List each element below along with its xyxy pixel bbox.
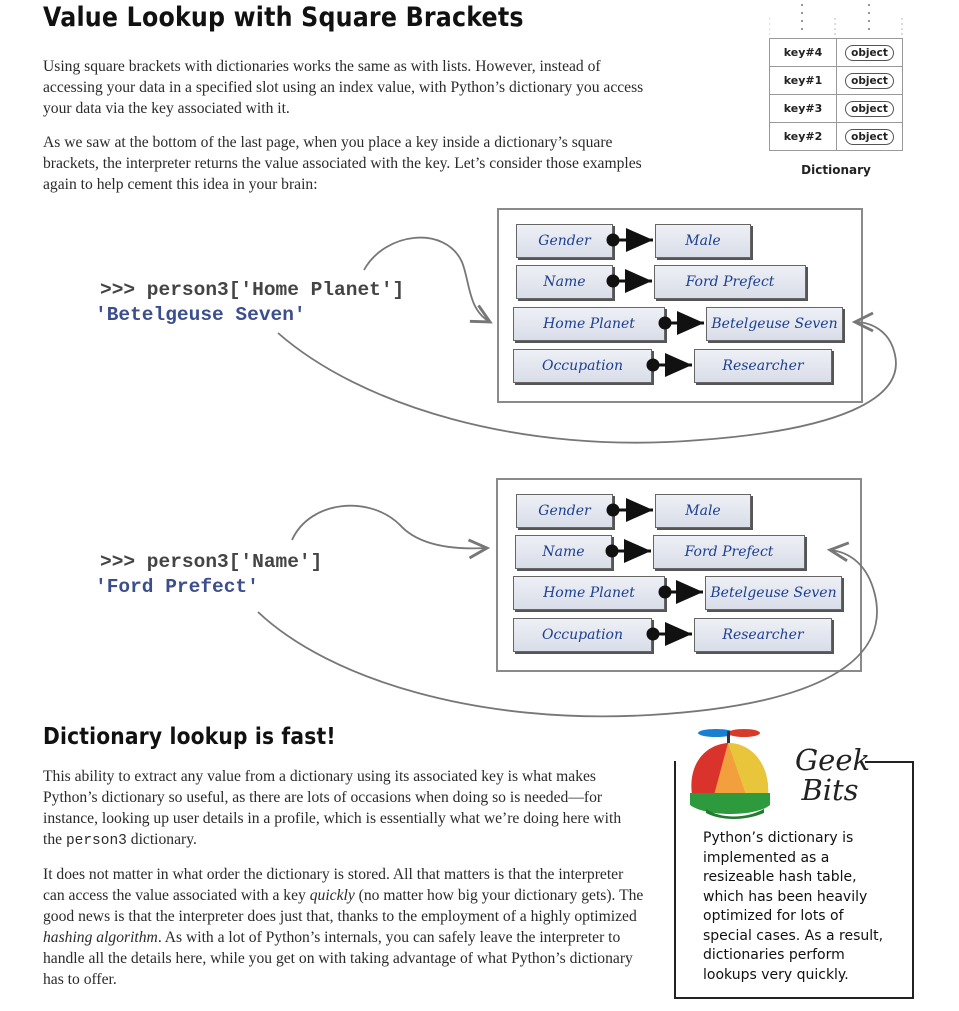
dict-value-box: Ford Prefect <box>654 265 806 299</box>
dict-value-box: Ford Prefect <box>653 535 805 569</box>
dict-value-box: Betelgeuse Seven <box>706 307 843 341</box>
geek-bits-text: Python’s dictionary is implemented as a … <box>703 830 884 983</box>
dict-key-box: Gender <box>516 494 613 528</box>
dict-key-box: Gender <box>516 224 613 258</box>
dictionary-object: object <box>845 128 894 145</box>
dictionary-row: key#3 object <box>769 95 903 123</box>
dictionary-key: key#4 <box>770 39 837 66</box>
dictionary-key: key#2 <box>770 123 837 150</box>
page-title: Value Lookup with Square Brackets <box>43 2 524 33</box>
geek-box-top-rule <box>860 761 912 763</box>
dict-key-box: Home Planet <box>513 576 665 610</box>
dict-value-box: Researcher <box>694 349 832 383</box>
dict-key-box: Name <box>516 265 613 299</box>
dictionary-key: key#1 <box>770 67 837 94</box>
dict-key-box: Occupation <box>513 349 652 383</box>
body-paragraph-2: It does not matter in what order the dic… <box>43 866 644 988</box>
dictionary-figure: key#4 object key#1 object key#3 object k… <box>769 38 903 151</box>
dictionary-object: object <box>845 44 894 61</box>
dictionary-object: object <box>845 100 894 117</box>
inline-code: person3 <box>65 833 127 849</box>
dictionary-caption: Dictionary <box>801 163 871 177</box>
code-output-2: 'Ford Prefect' <box>95 576 259 598</box>
dict-value-box: Male <box>655 494 751 528</box>
body-paragraph-1: This ability to extract any value from a… <box>43 768 622 849</box>
dict-key-box: Occupation <box>513 618 652 652</box>
code-output-1: 'Betelgeuse Seven' <box>95 304 306 326</box>
pair-arrows-2 <box>605 498 703 646</box>
dictionary-row: key#2 object <box>769 123 903 151</box>
propeller-beanie-icon <box>690 729 770 819</box>
dictionary-key: key#3 <box>770 95 837 122</box>
curved-arrow-key-2 <box>291 504 491 560</box>
dict-key-box: Home Planet <box>513 307 665 341</box>
section-heading: Dictionary lookup is fast! <box>43 724 336 750</box>
dict-value-box: Betelgeuse Seven <box>705 576 842 610</box>
code-input-1: >>> person3['Home Planet'] <box>100 279 405 301</box>
dict-value-box: Male <box>655 224 751 258</box>
dictionary-row: key#4 object <box>769 38 903 67</box>
curved-arrow-value-1 <box>277 311 897 444</box>
dictionary-row: key#1 object <box>769 67 903 95</box>
code-input-2: >>> person3['Name'] <box>100 551 323 573</box>
dictionary-object: object <box>845 72 894 89</box>
intro-paragraph-1: Using square brackets with dictionaries … <box>43 58 644 117</box>
pair-arrows-1 <box>606 228 704 377</box>
dict-key-box: Name <box>515 535 612 569</box>
curved-arrow-value-2 <box>257 541 878 718</box>
curved-arrow-key-1 <box>363 236 493 324</box>
dictionary-continuation-dots <box>769 4 903 38</box>
intro-paragraph-2: As we saw at the bottom of the last page… <box>43 134 642 193</box>
dict-value-box: Researcher <box>694 618 832 652</box>
